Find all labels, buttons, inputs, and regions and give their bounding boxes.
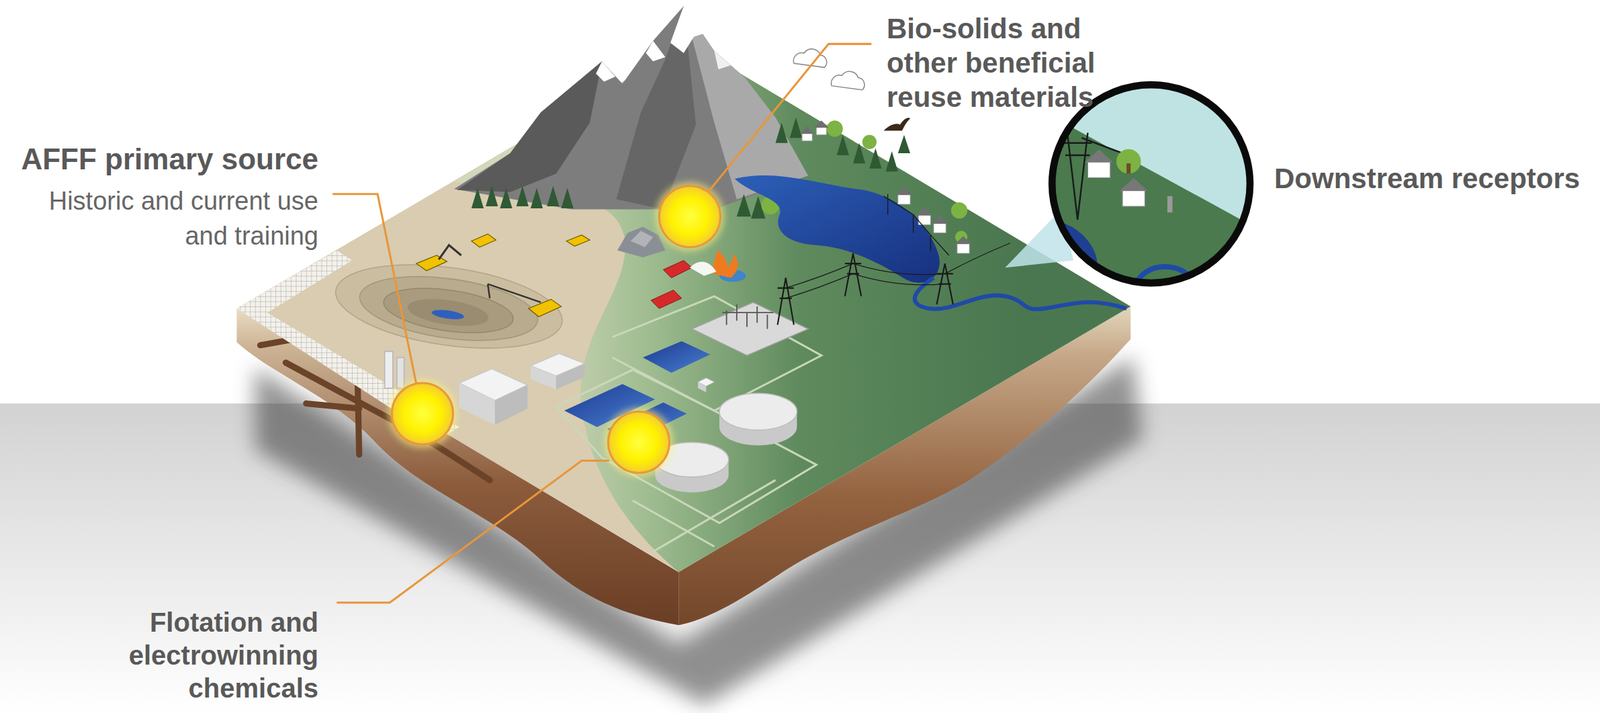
excavator [416, 255, 448, 271]
houses [800, 120, 972, 254]
source-marker [391, 382, 453, 444]
callout-label: Flotation and electrowinning chemicals [96, 605, 319, 705]
rock-pile [630, 231, 653, 248]
inset-roof [1084, 149, 1148, 191]
open-pit [330, 251, 568, 361]
excavator-arm [438, 245, 461, 260]
headframe [384, 351, 393, 389]
eagle [883, 117, 911, 131]
source-heading: AFFF primary source [20, 142, 319, 176]
callout-label: Bio-solids and other beneficial reuse ma… [886, 11, 1142, 115]
shed-wall [556, 363, 586, 389]
cloud [831, 71, 865, 90]
power-wire [785, 243, 1011, 299]
river [914, 277, 1127, 309]
leader-lines [332, 43, 872, 602]
road [611, 296, 821, 411]
source-description: Historic and current use and training [22, 183, 319, 254]
haul-truck [566, 235, 590, 247]
vegetated-ground [454, 42, 1131, 572]
source-markers [387, 182, 725, 477]
leader-line [332, 194, 417, 385]
zoom-ring [1051, 84, 1251, 283]
pylon [777, 277, 794, 325]
lake [734, 175, 940, 283]
fire-truck [662, 260, 692, 279]
foam-spray [689, 261, 717, 276]
house-roofs [800, 120, 972, 244]
house-walls [802, 126, 970, 253]
leader-line [336, 460, 610, 603]
snow-cap [646, 40, 666, 62]
roads [556, 296, 822, 552]
process-pond [642, 341, 710, 373]
dragline [528, 298, 562, 317]
plant-building-wall [495, 384, 528, 425]
mountain-light [683, 6, 809, 199]
road [556, 369, 817, 523]
mining-vehicles [416, 233, 590, 317]
snow-cap [595, 61, 616, 82]
pit-bench [330, 251, 568, 361]
inset-bin [1167, 196, 1173, 213]
small-hut [697, 382, 706, 393]
snow-cap [670, 6, 706, 54]
marker-halo [387, 378, 457, 449]
power-lines [777, 194, 1011, 326]
pit-bench [405, 294, 490, 331]
shed-wall [530, 365, 557, 389]
pit-water [431, 308, 465, 322]
headframe [396, 357, 405, 389]
snow-cap [714, 51, 731, 70]
rock-pile [617, 226, 665, 258]
pit-bench [355, 266, 542, 351]
leader-line [707, 43, 872, 192]
callout-label: Downstream receptors [1274, 161, 1580, 196]
dragline-boom [487, 284, 541, 303]
inset-tree-trunk [1126, 163, 1131, 174]
plant-building-wall [459, 382, 496, 425]
haul-truck [471, 233, 496, 248]
tanks [654, 392, 797, 492]
marker-halo [654, 182, 725, 252]
source-marker [658, 186, 721, 248]
source-marker [607, 411, 670, 473]
marker-halo [603, 407, 674, 477]
fire-truck [650, 290, 682, 309]
fire [713, 249, 739, 279]
pylon [845, 253, 862, 297]
utility-poles [883, 194, 950, 256]
mountain-shade [457, 61, 603, 193]
substation-gear [722, 304, 774, 329]
tank-top [719, 392, 797, 430]
inset-tree [1116, 149, 1141, 174]
